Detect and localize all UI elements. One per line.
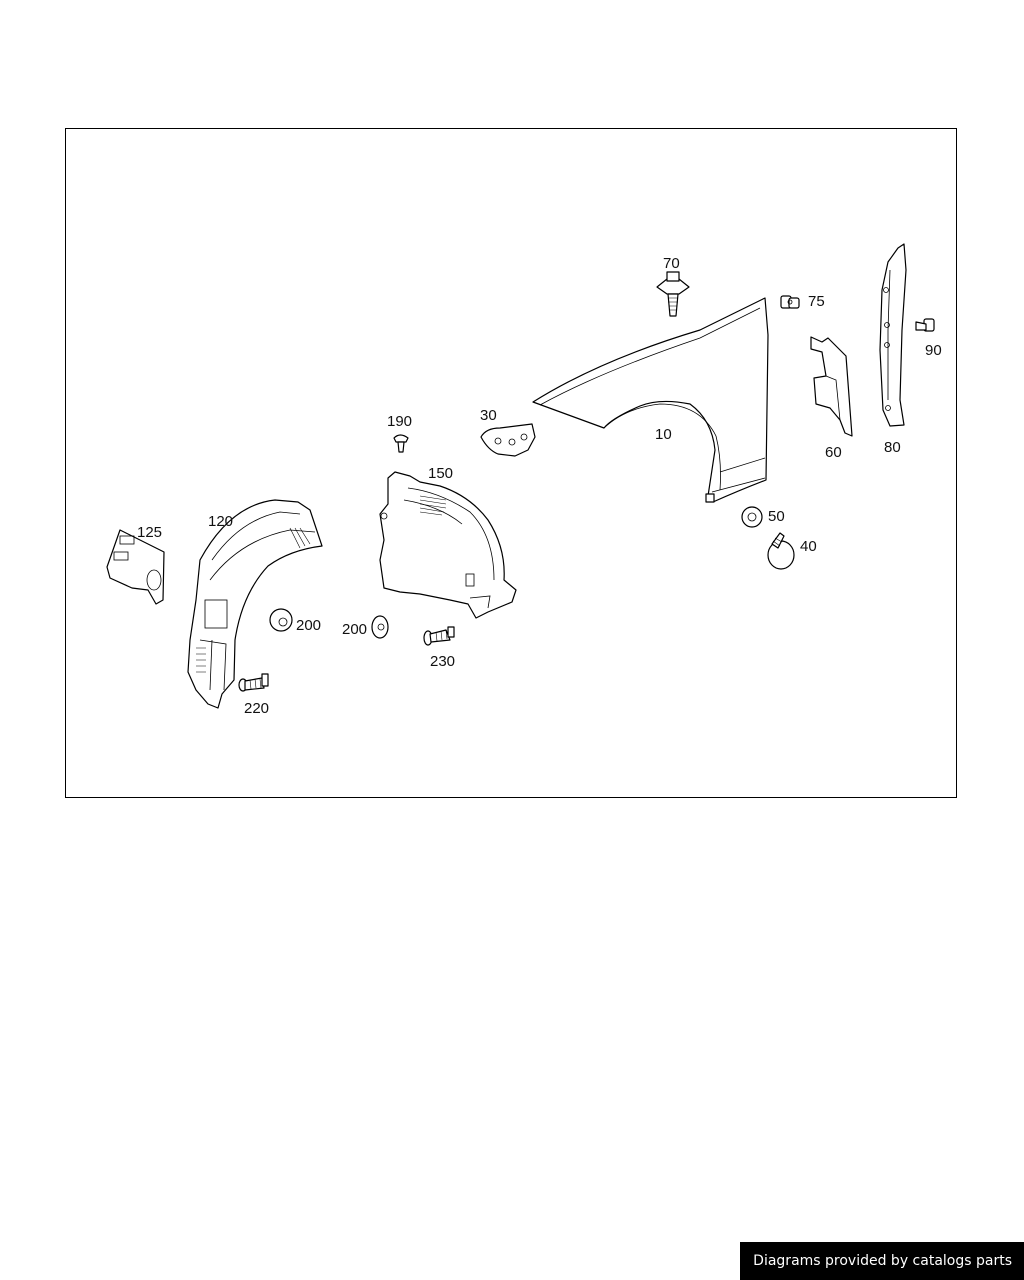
callout-90: 90 (925, 342, 942, 359)
callout-200-a: 200 (296, 617, 321, 634)
callout-230: 230 (430, 653, 455, 670)
part-120-liner[interactable] (187, 499, 323, 709)
callout-150: 150 (428, 465, 453, 482)
watermark-banner: Diagrams provided by catalogs parts (740, 1242, 1024, 1280)
part-200-nut-a[interactable] (269, 608, 293, 632)
part-90-clip[interactable] (915, 318, 935, 332)
part-75-clip-nut[interactable] (780, 295, 800, 309)
callout-190: 190 (387, 413, 412, 430)
callout-10: 10 (655, 426, 672, 443)
callout-40: 40 (800, 538, 817, 555)
part-40-bolt[interactable] (767, 532, 795, 570)
part-50-washer[interactable] (741, 506, 763, 528)
part-80-trim[interactable] (879, 243, 907, 427)
callout-125: 125 (137, 524, 162, 541)
part-150-liner[interactable] (379, 471, 517, 619)
callout-80: 80 (884, 439, 901, 456)
callout-60: 60 (825, 444, 842, 461)
part-30-bracket[interactable] (480, 423, 536, 457)
diagram-frame (65, 128, 957, 798)
callout-120: 120 (208, 513, 233, 530)
part-190-push-clip[interactable] (393, 434, 409, 453)
callout-70: 70 (663, 255, 680, 272)
part-125-plate[interactable] (106, 529, 165, 605)
part-70-bolt[interactable] (656, 271, 690, 317)
part-230-rivet[interactable] (423, 626, 455, 646)
callout-50: 50 (768, 508, 785, 525)
part-220-rivet[interactable] (238, 673, 269, 692)
callout-200-b: 200 (342, 621, 367, 638)
part-10-fender[interactable] (532, 297, 769, 503)
part-60-plate[interactable] (810, 336, 853, 437)
callout-75: 75 (808, 293, 825, 310)
callout-220: 220 (244, 700, 269, 717)
part-200-nut-b[interactable] (371, 615, 389, 639)
callout-30: 30 (480, 407, 497, 424)
